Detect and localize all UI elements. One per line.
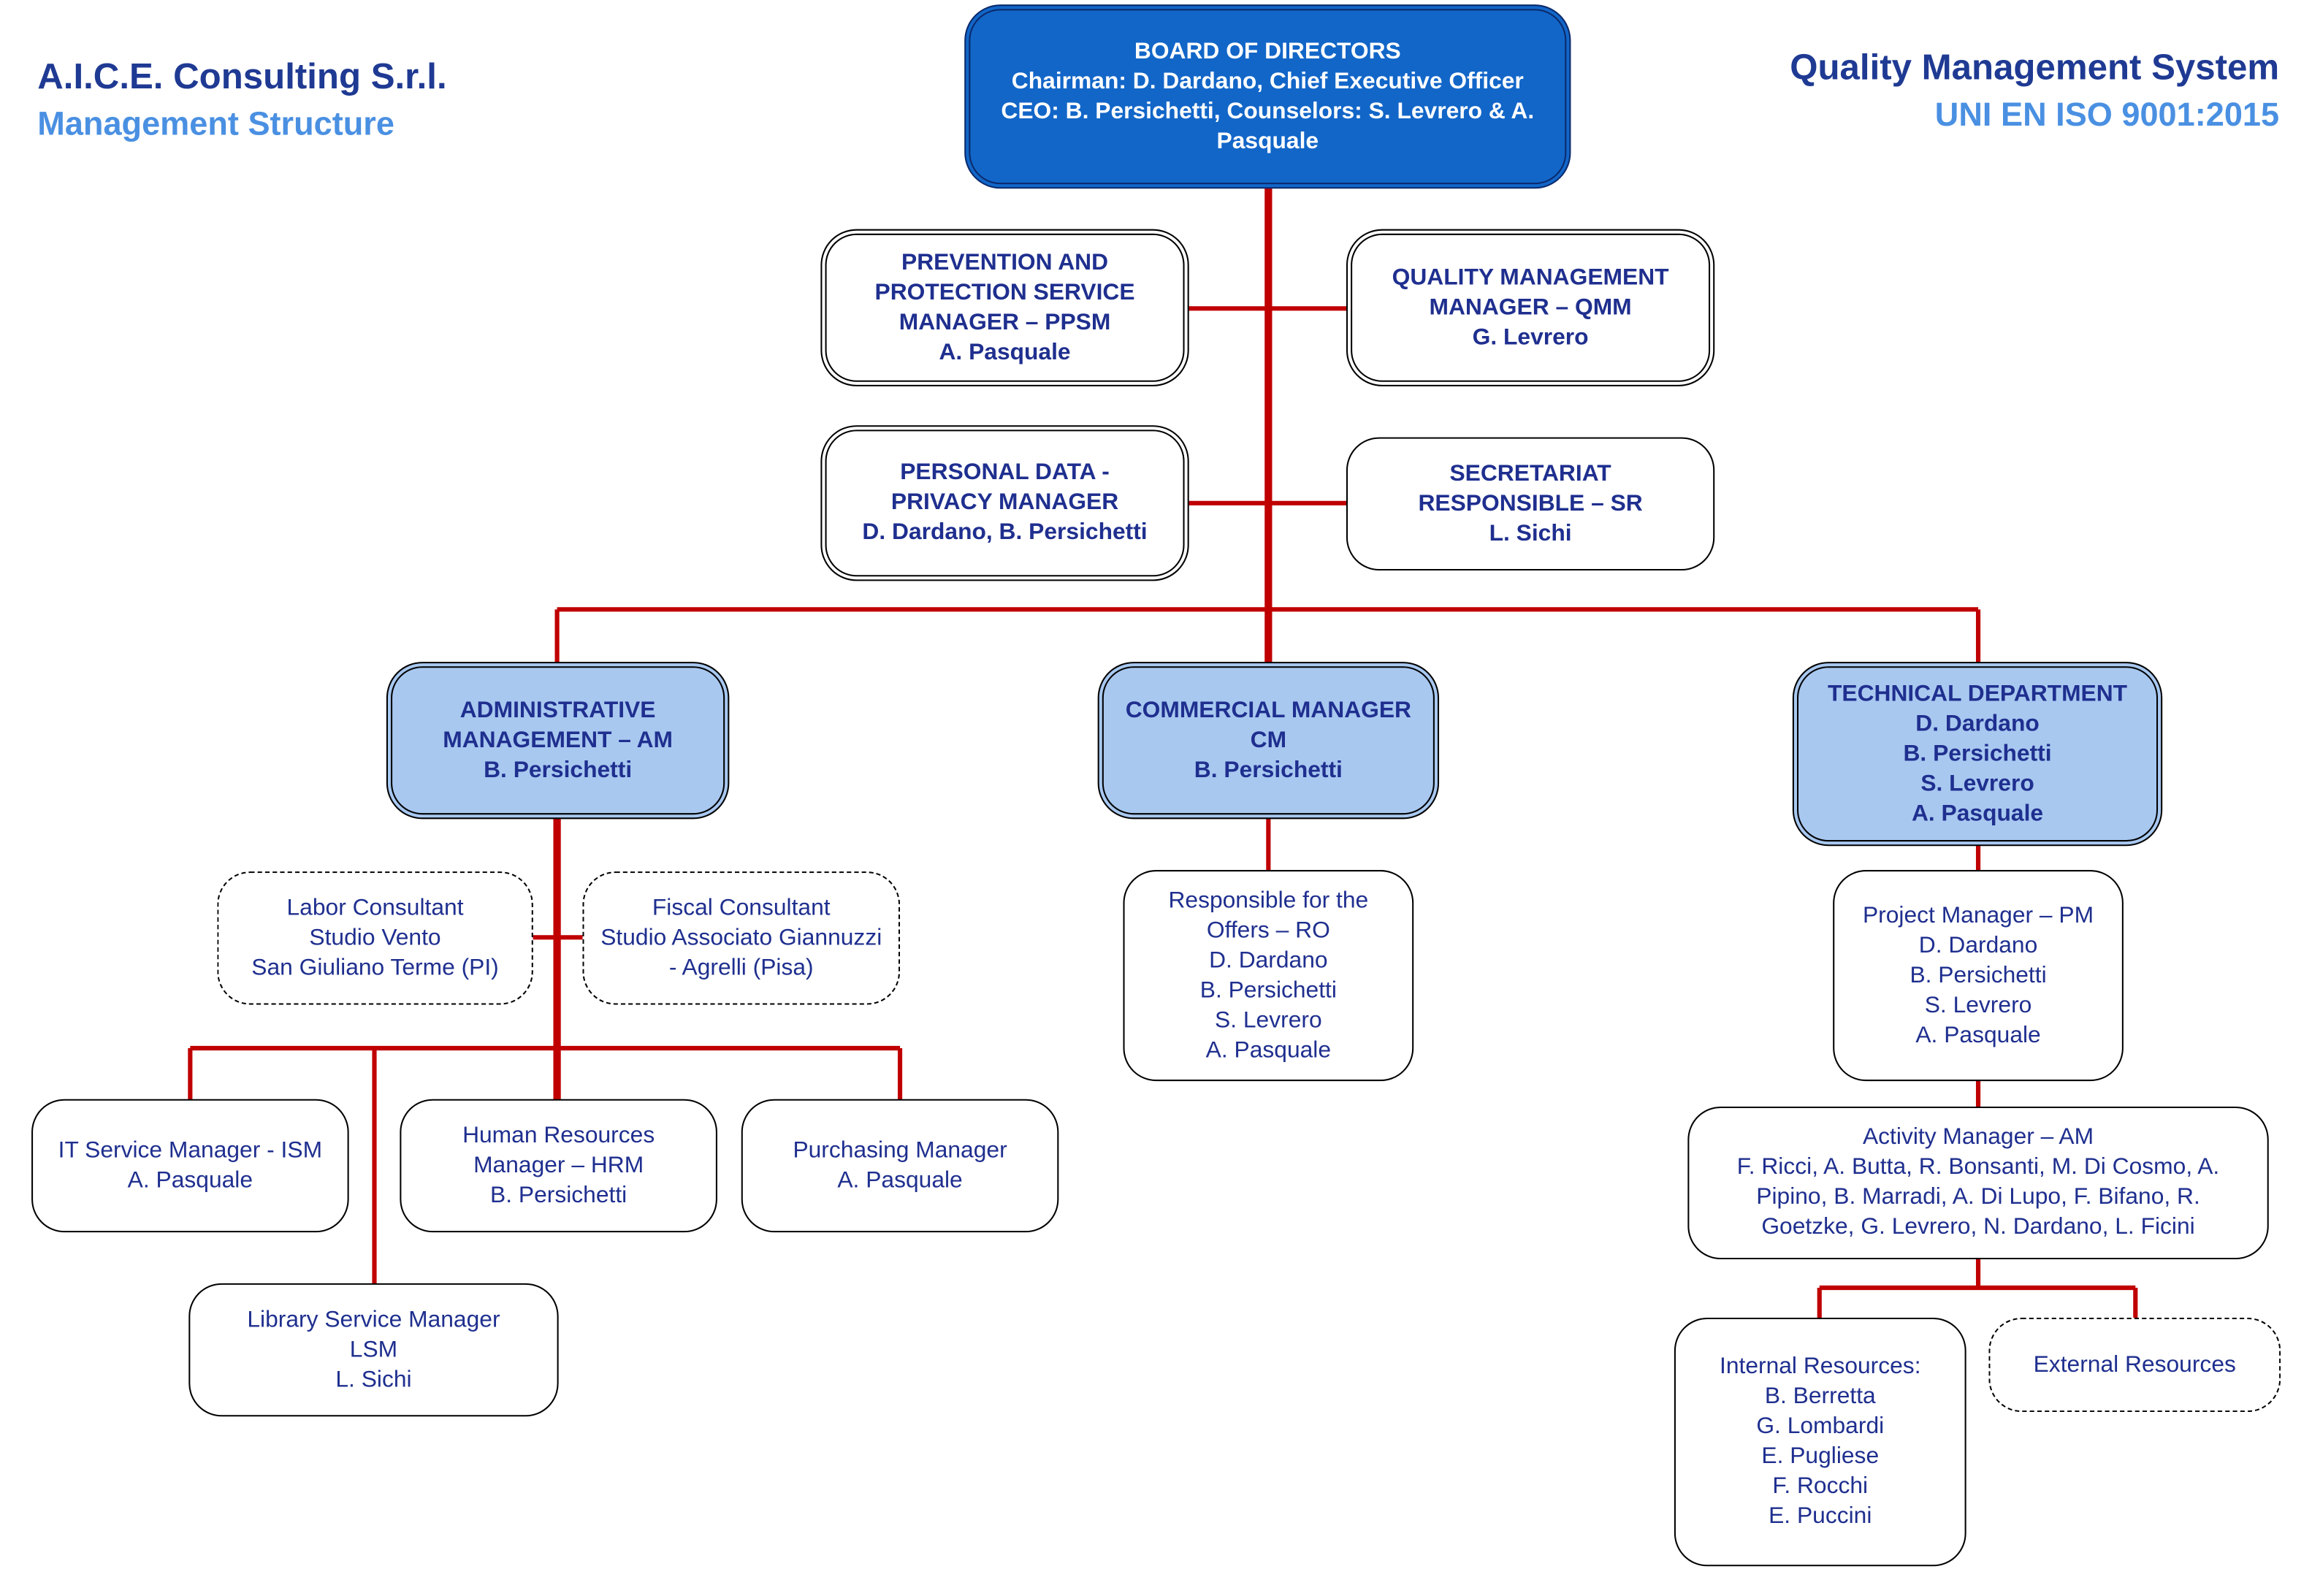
box-line: ADMINISTRATIVE: [459, 697, 656, 723]
box-line: G. Levrero: [1472, 324, 1589, 350]
box-line: B. Persichetti: [1910, 962, 2047, 988]
header-right: Quality Management System UNI EN ISO 900…: [1790, 48, 2279, 135]
box-line: - Agrelli (Pisa): [668, 954, 814, 980]
board-title: BOARD OF DIRECTORS: [1134, 38, 1401, 64]
box-line: D. Dardano: [1915, 710, 2040, 736]
box-line: F. Rocchi: [1772, 1473, 1869, 1500]
qmm-box: QUALITY MANAGEMENT MANAGER – QMM G. Levr…: [1346, 229, 1715, 386]
human-resources-manager-box: Human Resources Manager – HRM B. Persich…: [400, 1099, 717, 1233]
ppsm-box: PREVENTION AND PROTECTION SERVICE MANAGE…: [820, 229, 1189, 386]
standard-name: UNI EN ISO 9001:2015: [1934, 96, 2280, 134]
box-line: B. Persichetti: [1199, 977, 1337, 1003]
fiscal-consultant-box: Fiscal Consultant Studio Associato Giann…: [582, 871, 901, 1005]
box-line: S. Levrero: [1924, 992, 2032, 1017]
box-line: B. Persichetti: [484, 757, 633, 783]
company-name: A.I.C.E. Consulting S.r.l.: [37, 56, 447, 98]
box-line: B. Persichetti: [1194, 757, 1343, 783]
offers-responsible-box: Responsible for the Offers – RO D. Darda…: [1123, 870, 1414, 1082]
box-line: Internal Resources:: [1720, 1353, 1921, 1380]
box-line: D. Dardano: [1209, 947, 1328, 973]
box-line: G. Lombardi: [1756, 1413, 1885, 1440]
box-line: MANAGEMENT – AM: [443, 727, 674, 753]
box-line: F. Ricci, A. Butta, R. Bonsanti, M. Di C…: [1736, 1154, 2220, 1180]
box-line: A. Pasquale: [1205, 1036, 1332, 1063]
system-name: Quality Management System: [1790, 47, 2280, 88]
box-line: A. Pasquale: [127, 1167, 253, 1193]
external-resources-box: External Resources: [1988, 1318, 2281, 1413]
purchasing-manager-box: Purchasing Manager A. Pasquale: [741, 1099, 1059, 1233]
box-line: A. Pasquale: [837, 1167, 963, 1193]
board-of-directors-box: BOARD OF DIRECTORS Chairman: D. Dardano,…: [964, 4, 1571, 189]
box-line: Human Resources: [462, 1122, 655, 1148]
box-line: QUALITY MANAGEMENT: [1392, 264, 1669, 290]
box-line: LSM: [349, 1336, 398, 1362]
box-line: Studio Vento: [309, 924, 441, 950]
box-line: E. Puccini: [1769, 1503, 1872, 1530]
box-line: Library Service Manager: [247, 1306, 500, 1332]
it-service-manager-box: IT Service Manager - ISM A. Pasquale: [31, 1099, 349, 1233]
box-line: Offers – RO: [1206, 917, 1330, 943]
box-line: B. Berretta: [1764, 1383, 1876, 1410]
commercial-manager-box: COMMERCIAL MANAGER CM B. Persichetti: [1097, 662, 1440, 820]
box-line: A. Pasquale: [939, 339, 1071, 365]
box-line: IT Service Manager - ISM: [58, 1137, 323, 1163]
box-line: Fiscal Consultant: [652, 894, 831, 920]
box-line: Project Manager – PM: [1862, 902, 2094, 928]
box-line: B. Persichetti: [490, 1182, 627, 1208]
administrative-management-box: ADMINISTRATIVE MANAGEMENT – AM B. Persic…: [386, 662, 730, 820]
box-line: Pipino, B. Marradi, A. Di Lupo, F. Bifan…: [1756, 1184, 2200, 1210]
box-line: Purchasing Manager: [793, 1137, 1007, 1163]
board-line: Pasquale: [1216, 128, 1319, 154]
box-line: D. Dardano: [1918, 932, 2038, 958]
box-line: PROTECTION SERVICE: [874, 279, 1135, 305]
box-line: D. Dardano, B. Persichetti: [862, 519, 1148, 546]
box-line: A. Pasquale: [1915, 1022, 2041, 1047]
header-left: A.I.C.E. Consulting S.r.l. Management St…: [37, 57, 446, 144]
secretariat-box: SECRETARIAT RESPONSIBLE – SR L. Sichi: [1346, 437, 1715, 571]
box-line: Goetzke, G. Levrero, N. Dardano, L. Fici…: [1761, 1214, 2195, 1240]
box-line: L. Sichi: [335, 1366, 412, 1392]
box-line: Manager – HRM: [473, 1152, 644, 1178]
activity-manager-box: Activity Manager – AM F. Ricci, A. Butta…: [1687, 1106, 2269, 1260]
box-line: MANAGER – PPSM: [899, 309, 1111, 335]
box-line: CM: [1250, 727, 1287, 753]
box-line: Responsible for the: [1168, 887, 1369, 913]
box-line: A. Pasquale: [1911, 800, 2044, 826]
box-line: COMMERCIAL MANAGER: [1125, 697, 1411, 723]
box-line: B. Persichetti: [1903, 740, 2052, 766]
box-line: PREVENTION AND: [901, 249, 1109, 275]
box-line: San Giuliano Terme (PI): [251, 954, 499, 980]
box-line: PERSONAL DATA -: [900, 459, 1110, 486]
box-line: L. Sichi: [1489, 520, 1572, 546]
privacy-manager-box: PERSONAL DATA - PRIVACY MANAGER D. Darda…: [820, 425, 1189, 581]
technical-department-box: TECHNICAL DEPARTMENT D. Dardano B. Persi…: [1792, 662, 2163, 847]
box-line: PRIVACY MANAGER: [890, 489, 1119, 516]
box-line: S. Levrero: [1920, 770, 2034, 796]
box-line: TECHNICAL DEPARTMENT: [1827, 680, 2128, 706]
box-line: Activity Manager – AM: [1862, 1124, 2094, 1150]
chart-subtitle: Management Structure: [37, 104, 394, 142]
box-line: Studio Associato Giannuzzi: [600, 924, 882, 950]
box-line: Labor Consultant: [286, 894, 464, 920]
box-line: SECRETARIAT: [1449, 460, 1611, 486]
board-line: CEO: B. Persichetti, Counselors: S. Levr…: [1001, 98, 1535, 124]
internal-resources-box: Internal Resources: B. Berretta G. Lomba…: [1674, 1318, 1966, 1567]
box-line: RESPONSIBLE – SR: [1418, 490, 1643, 516]
library-service-manager-box: Library Service Manager LSM L. Sichi: [188, 1283, 559, 1417]
box-line: S. Levrero: [1215, 1007, 1322, 1033]
box-line: E. Pugliese: [1761, 1443, 1880, 1470]
box-line: MANAGER – QMM: [1429, 294, 1632, 320]
labor-consultant-box: Labor Consultant Studio Vento San Giulia…: [217, 871, 533, 1005]
board-line: Chairman: D. Dardano, Chief Executive Of…: [1011, 68, 1524, 94]
project-manager-box: Project Manager – PM D. Dardano B. Persi…: [1833, 870, 2124, 1082]
box-line: External Resources: [2033, 1351, 2236, 1377]
